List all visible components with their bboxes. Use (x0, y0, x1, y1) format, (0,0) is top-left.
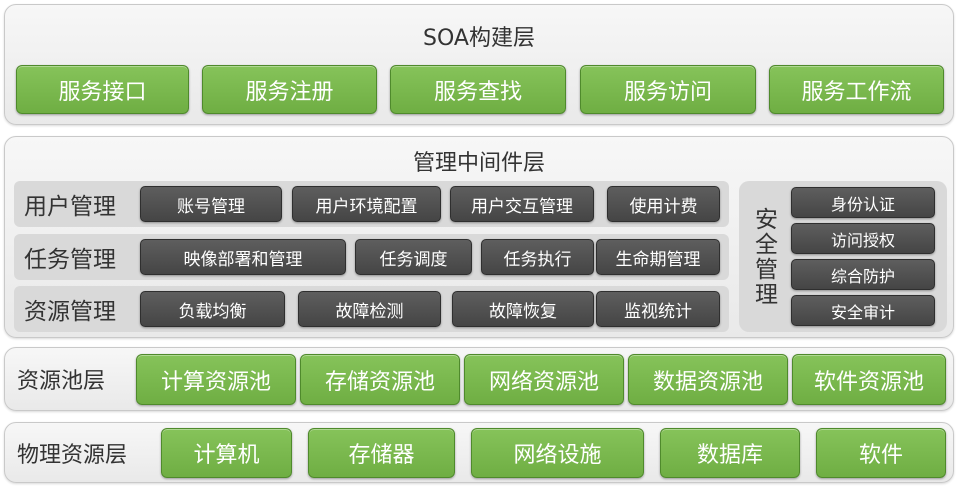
item-image-deploy: 映像部署和管理 (140, 239, 346, 275)
row-label-resource-management: 资源管理 (24, 299, 116, 325)
soa-item-register: 服务注册 (202, 65, 377, 114)
row-label-user-management: 用户管理 (24, 194, 116, 220)
pool-item-data: 数据资源池 (628, 354, 788, 405)
soa-item-access: 服务访问 (580, 65, 756, 114)
resource-pool-layer: 资源池层 计算资源池 存储资源池 网络资源池 数据资源池 软件资源池 (4, 347, 954, 411)
pool-item-software: 软件资源池 (792, 354, 946, 405)
row-label-task-management: 任务管理 (24, 247, 116, 273)
row-task-management: 任务管理 映像部署和管理 任务调度 任务执行 生命期管理 (14, 234, 729, 280)
item-access-authorization: 访问授权 (791, 223, 935, 254)
item-identity-auth: 身份认证 (791, 187, 935, 218)
item-account-management: 账号管理 (140, 186, 282, 222)
physical-item-computer: 计算机 (161, 428, 292, 478)
soa-layer-title: SOA构建层 (423, 26, 535, 51)
physical-item-database: 数据库 (660, 428, 800, 478)
middleware-layer-title: 管理中间件层 (412, 151, 545, 176)
item-usage-billing: 使用计费 (607, 186, 720, 222)
resource-pool-layer-title: 资源池层 (17, 369, 106, 394)
physical-resource-layer-title: 物理资源层 (17, 442, 128, 468)
physical-item-network-facilities: 网络设施 (471, 428, 644, 478)
item-comprehensive-protection: 综合防护 (791, 259, 935, 290)
item-fault-detection: 故障检测 (298, 291, 441, 327)
item-user-env-config: 用户环境配置 (292, 186, 441, 222)
soa-item-workflow: 服务工作流 (769, 65, 944, 114)
item-monitoring-stats: 监视统计 (596, 291, 720, 327)
item-user-interaction: 用户交互管理 (450, 186, 594, 222)
pool-item-compute: 计算资源池 (136, 354, 296, 405)
pool-item-storage: 存储资源池 (300, 354, 460, 405)
physical-item-storage: 存储器 (308, 428, 455, 478)
middleware-layer: 管理中间件层 用户管理 账号管理 用户环境配置 用户交互管理 使用计费 任务管理… (4, 136, 954, 338)
soa-item-interface: 服务接口 (16, 65, 189, 114)
soa-item-discovery: 服务查找 (390, 65, 566, 114)
item-fault-recovery: 故障恢复 (452, 291, 594, 327)
item-security-audit: 安全审计 (791, 295, 935, 326)
row-resource-management: 资源管理 负载均衡 故障检测 故障恢复 监视统计 (14, 286, 729, 332)
soa-layer: SOA构建层 服务接口 服务注册 服务查找 服务访问 服务工作流 (4, 4, 954, 125)
physical-resource-layer: 物理资源层 计算机 存储器 网络设施 数据库 软件 (4, 422, 954, 483)
pool-item-network: 网络资源池 (464, 354, 624, 405)
item-load-balancing: 负载均衡 (140, 291, 285, 327)
security-management-panel: 安全管理 身份认证 访问授权 综合防护 安全审计 (739, 181, 947, 332)
physical-item-software: 软件 (816, 428, 946, 478)
row-user-management: 用户管理 账号管理 用户环境配置 用户交互管理 使用计费 (14, 181, 729, 227)
security-management-label: 安全管理 (750, 206, 777, 307)
item-task-execution: 任务执行 (481, 239, 594, 275)
item-task-scheduling: 任务调度 (355, 239, 472, 275)
item-lifecycle-management: 生命期管理 (596, 239, 720, 275)
